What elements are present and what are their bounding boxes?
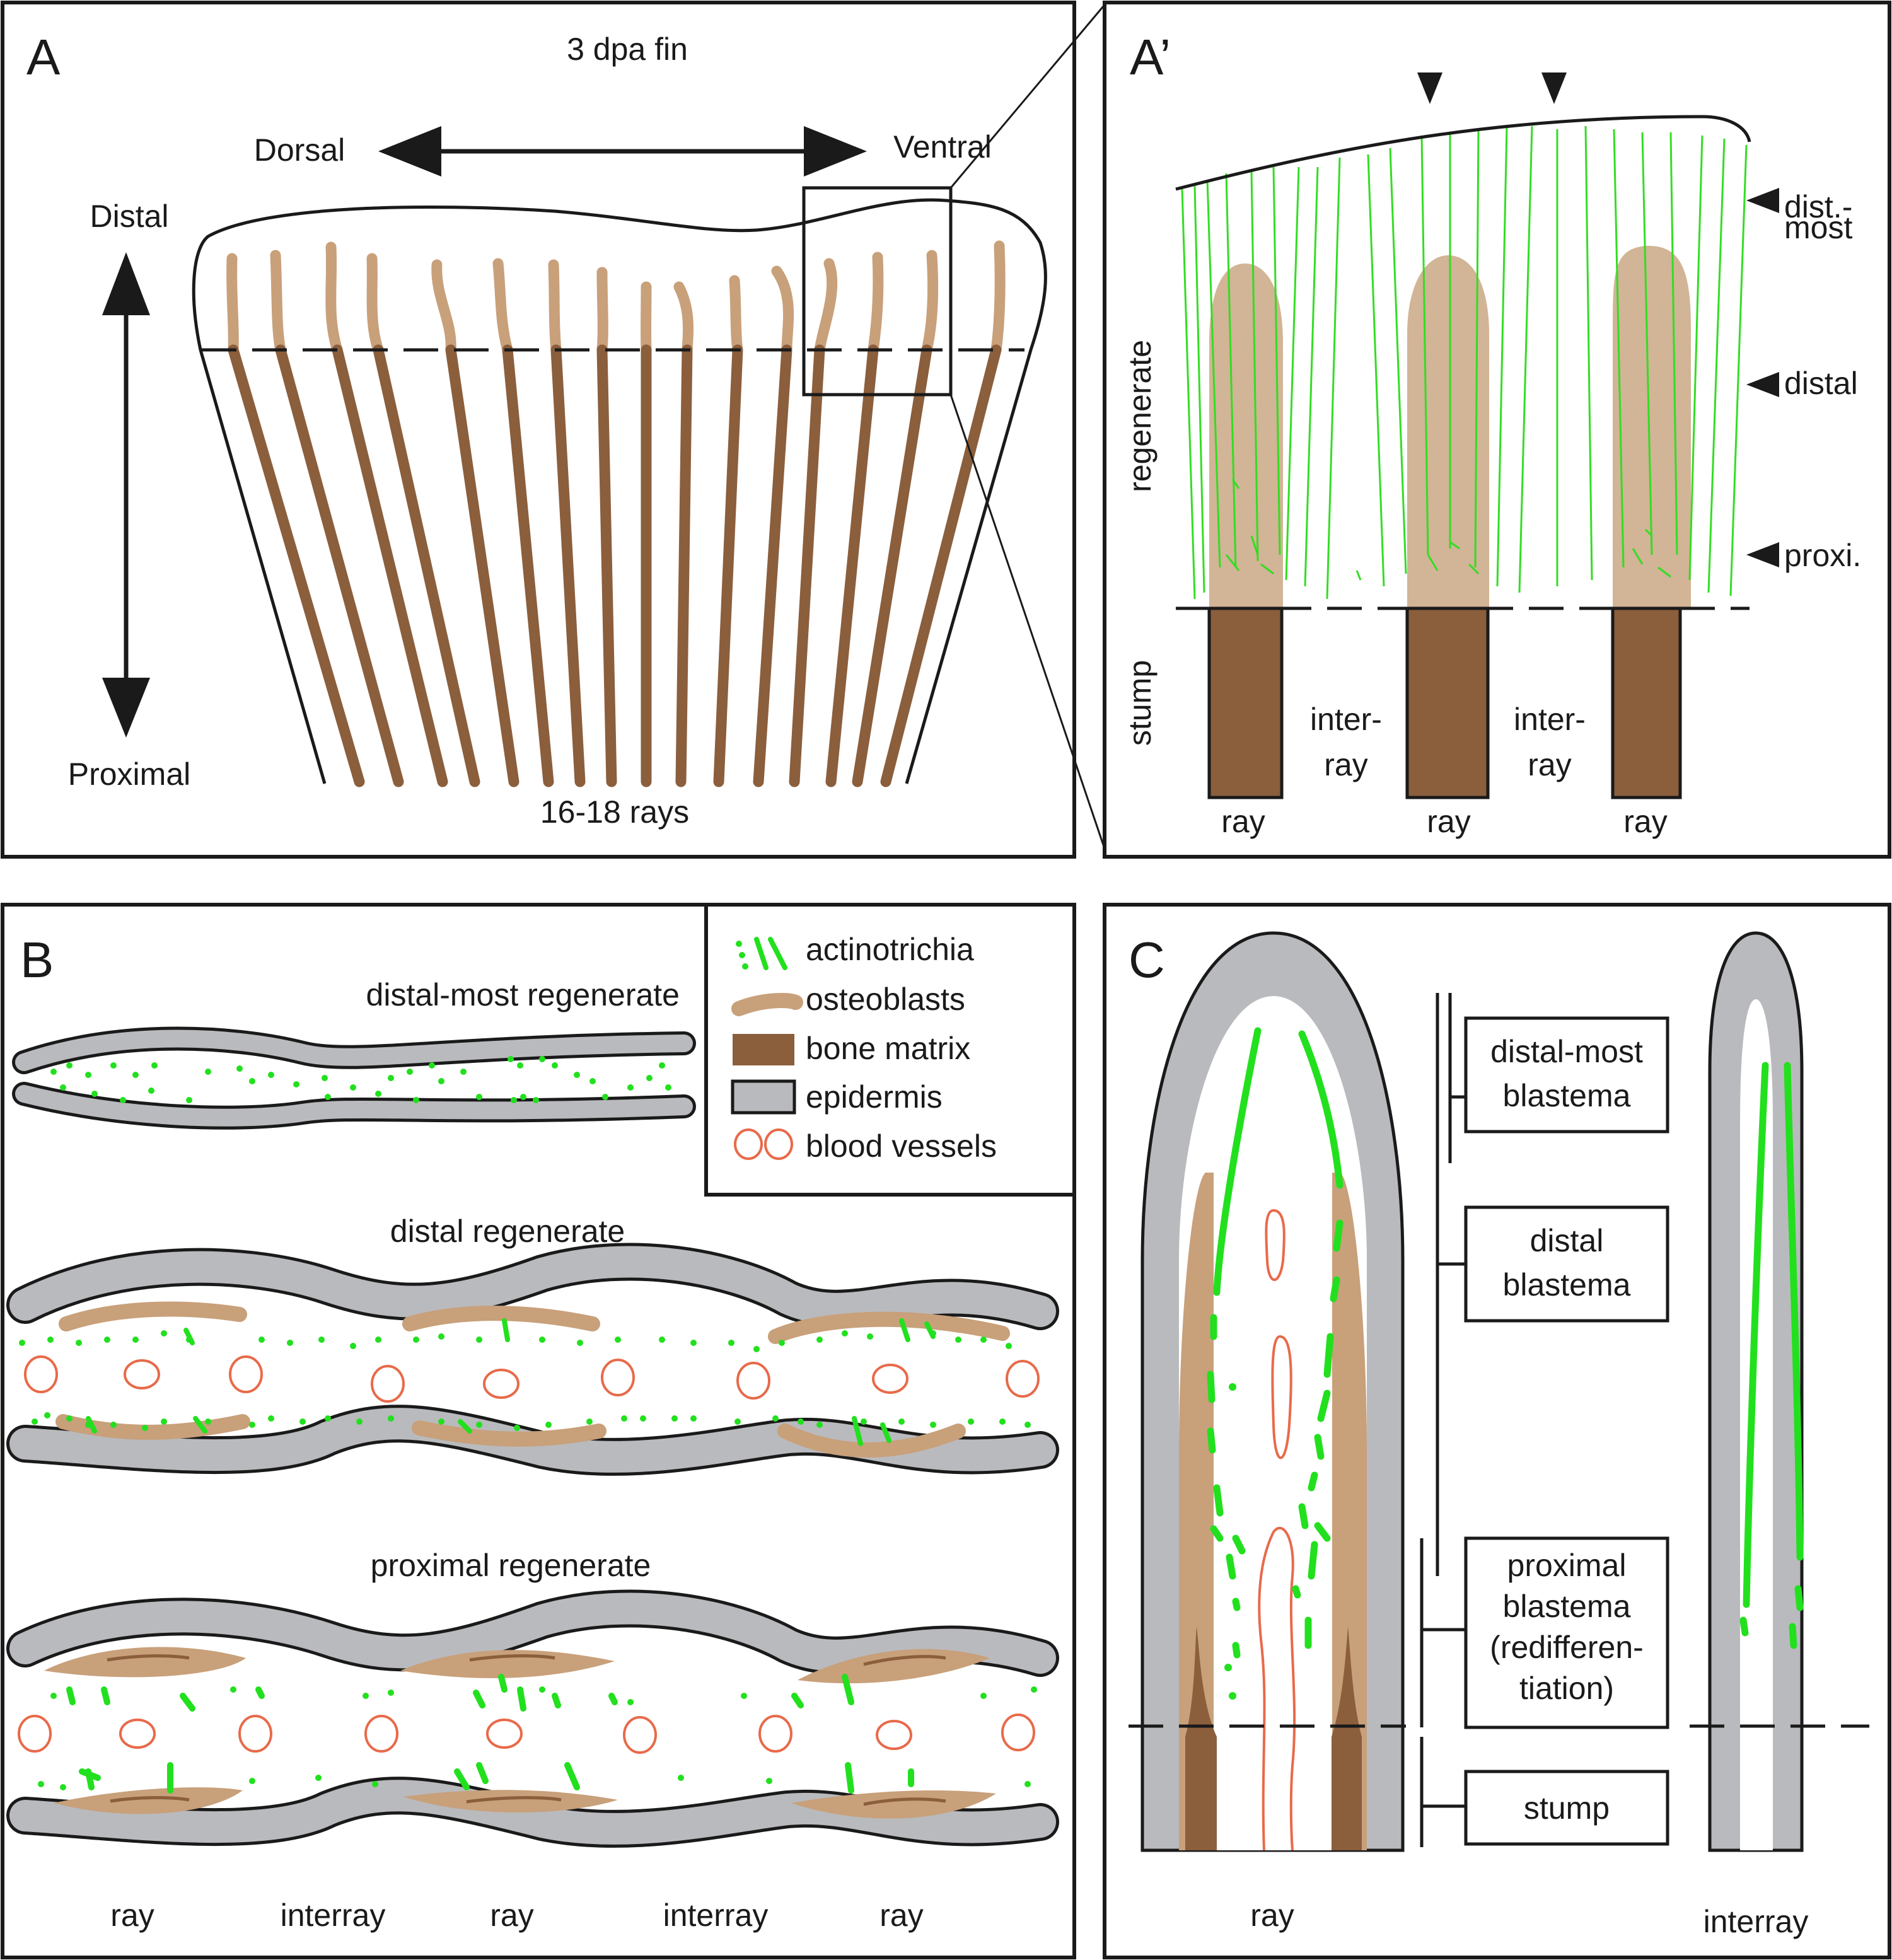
distal-proximal-arrow — [102, 252, 150, 738]
interray-label: inter- — [1310, 702, 1382, 737]
ray-section-label: ray — [1250, 1898, 1294, 1933]
dorsal-ventral-arrow — [378, 126, 867, 177]
fin-title: 3 dpa fin — [567, 32, 688, 67]
level-arrowhead — [1746, 542, 1779, 567]
distal-blastema-label: blastema — [1503, 1267, 1631, 1302]
interray-section-label: interray — [1703, 1904, 1809, 1939]
interray-label: inter- — [1514, 702, 1586, 737]
interray-label: ray — [1324, 747, 1367, 782]
fin-rays-regenerate — [226, 240, 1006, 356]
distal-most-section-title: distal-most regenerate — [366, 977, 680, 1012]
stage-brackets — [1420, 993, 1466, 1847]
proximal-blastema-label: tiation) — [1519, 1671, 1614, 1706]
legend-actinotrichia: actinotrichia — [806, 932, 974, 967]
fin-rays-stump — [228, 344, 1002, 787]
legend-epidermis-swatch — [731, 1079, 796, 1115]
section-bottom-label: interray — [281, 1898, 386, 1933]
interray-label: ray — [1528, 747, 1571, 782]
ray-label: ray — [1427, 804, 1470, 839]
level-proximal: proxi. — [1784, 538, 1861, 573]
ray-label: ray — [1623, 804, 1667, 839]
stage-label-boxes — [1464, 1016, 1669, 1846]
panel-c-letter: C — [1129, 932, 1165, 988]
zoom-connector — [949, 2, 1108, 855]
legend-blood-vessels: blood vessels — [806, 1128, 997, 1164]
proximal-section-title: proximal regenerate — [371, 1548, 651, 1583]
proximal-blastema-label: proximal — [1507, 1548, 1627, 1583]
panel-b-letter: B — [20, 932, 54, 988]
distal-most-blastema-label: blastema — [1503, 1078, 1631, 1113]
ray-longitudinal-section — [1140, 931, 1405, 1852]
panel-a-prime-letter: A’ — [1130, 29, 1171, 85]
legend-blood-vessels-swatch — [734, 1128, 793, 1160]
distal-section — [6, 1243, 1059, 1476]
section-bottom-label: ray — [110, 1898, 154, 1933]
section-bottom-label: ray — [879, 1898, 923, 1933]
actinotrichia-fibers — [1181, 125, 1748, 600]
proximal-blastema-label: blastema — [1503, 1589, 1631, 1624]
legend-bone-matrix-swatch — [733, 1034, 794, 1065]
dorsal-label: Dorsal — [254, 132, 345, 168]
ray-label: ray — [1221, 804, 1265, 839]
proximal-section — [6, 1589, 1059, 1848]
regenerate-label: regenerate — [1122, 340, 1158, 492]
panel-a-letter: A — [26, 29, 61, 85]
legend-osteoblasts: osteoblasts — [806, 982, 965, 1017]
legend-osteoblasts-swatch — [731, 993, 803, 1016]
distal-most-section — [12, 1026, 696, 1130]
fin-outline — [192, 198, 1047, 784]
section-bottom-label: interray — [663, 1898, 769, 1933]
panel-a-prime: A’ — [1103, 1, 1891, 859]
distal-blastema-label: distal — [1530, 1223, 1604, 1258]
zoom-box — [802, 186, 953, 397]
distal-label: Distal — [90, 199, 168, 234]
section-bottom-label: ray — [490, 1898, 533, 1933]
legend-actinotrichia-swatch — [736, 937, 787, 970]
level-arrowhead — [1746, 188, 1779, 213]
interray-longitudinal-section — [1708, 931, 1804, 1852]
panel-b: B actinotrichia osteoblasts bone matrix … — [1, 903, 1076, 1959]
level-distal-most-1: dist.- — [1784, 189, 1852, 224]
proximal-blastema-label: (redifferen- — [1490, 1630, 1644, 1665]
legend-bone-matrix: bone matrix — [806, 1031, 970, 1066]
marker-arrowhead — [1417, 72, 1442, 104]
panel-c: C — [1103, 903, 1891, 1959]
stump-label: stump — [1122, 660, 1158, 746]
rays-count-label: 16-18 rays — [540, 794, 689, 830]
marker-arrowhead — [1541, 72, 1567, 104]
panel-a: A 3 dpa fin Dorsal Ventral Distal Proxim… — [1, 1, 1076, 859]
regenerate-edge — [1175, 115, 1751, 191]
distal-section-title: distal regenerate — [390, 1214, 625, 1249]
legend-epidermis: epidermis — [806, 1079, 943, 1115]
level-arrowhead — [1746, 372, 1779, 397]
ventral-label: Ventral — [893, 129, 992, 165]
proximal-label: Proximal — [68, 757, 190, 792]
distal-most-blastema-label: distal-most — [1490, 1034, 1643, 1069]
stump-ray-blocks — [1207, 606, 1682, 799]
legend: actinotrichia osteoblasts bone matrix ep… — [704, 903, 1076, 1197]
stump-box-label: stump — [1524, 1790, 1610, 1826]
level-distal-most-2: most — [1784, 210, 1852, 245]
level-distal: distal — [1784, 366, 1858, 401]
